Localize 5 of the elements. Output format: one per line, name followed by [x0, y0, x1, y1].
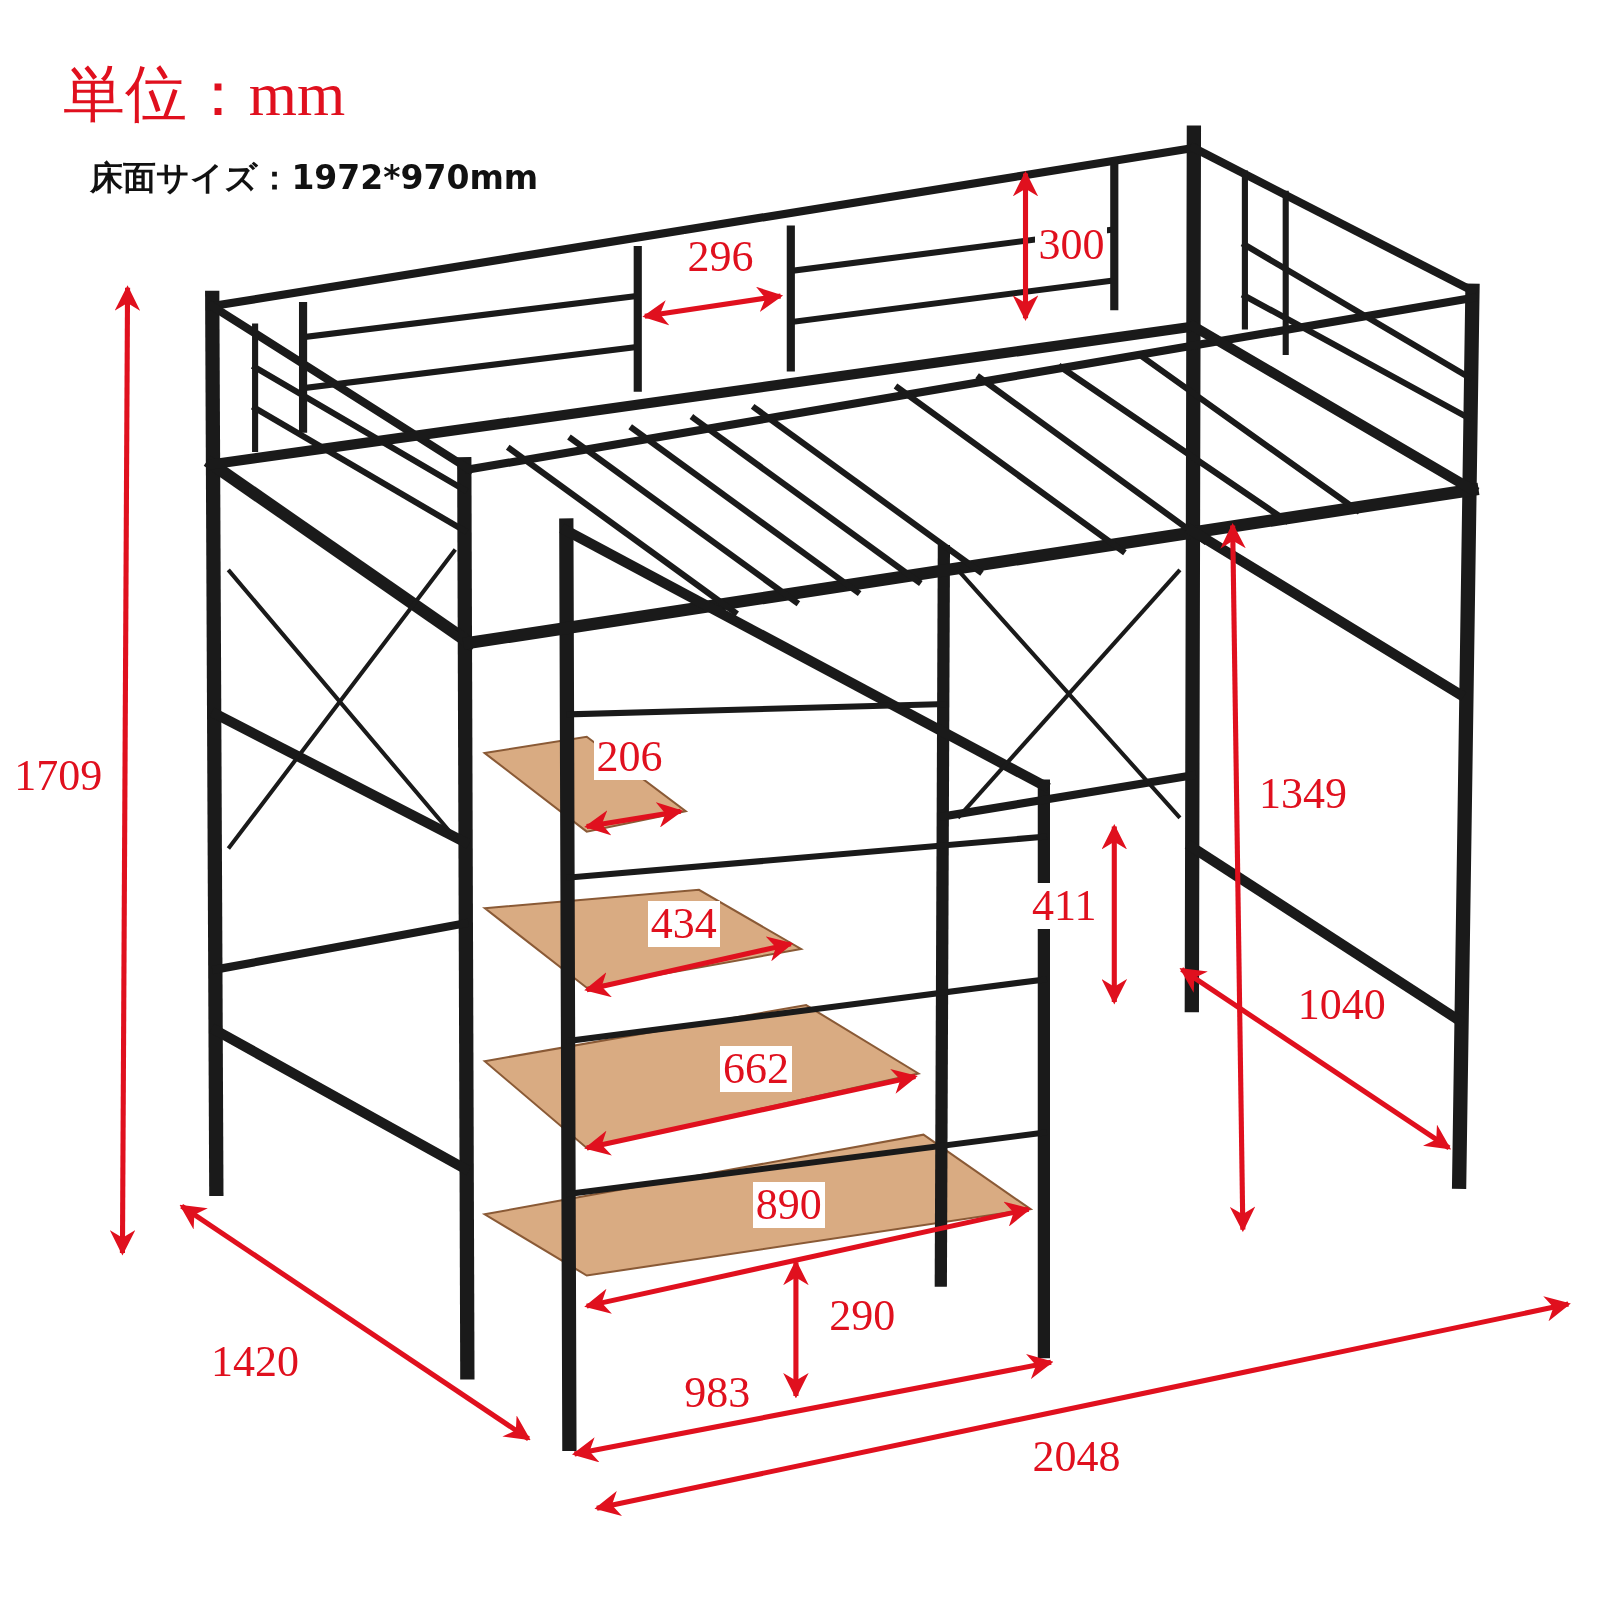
dimension-label: 662 [720, 1046, 793, 1093]
dimension-label: 434 [647, 901, 720, 948]
floor-size-label: 床面サイズ：1972*970mm [90, 160, 539, 193]
unit-label: 単位：mm [62, 62, 346, 125]
dimension-label: 890 [752, 1182, 825, 1229]
